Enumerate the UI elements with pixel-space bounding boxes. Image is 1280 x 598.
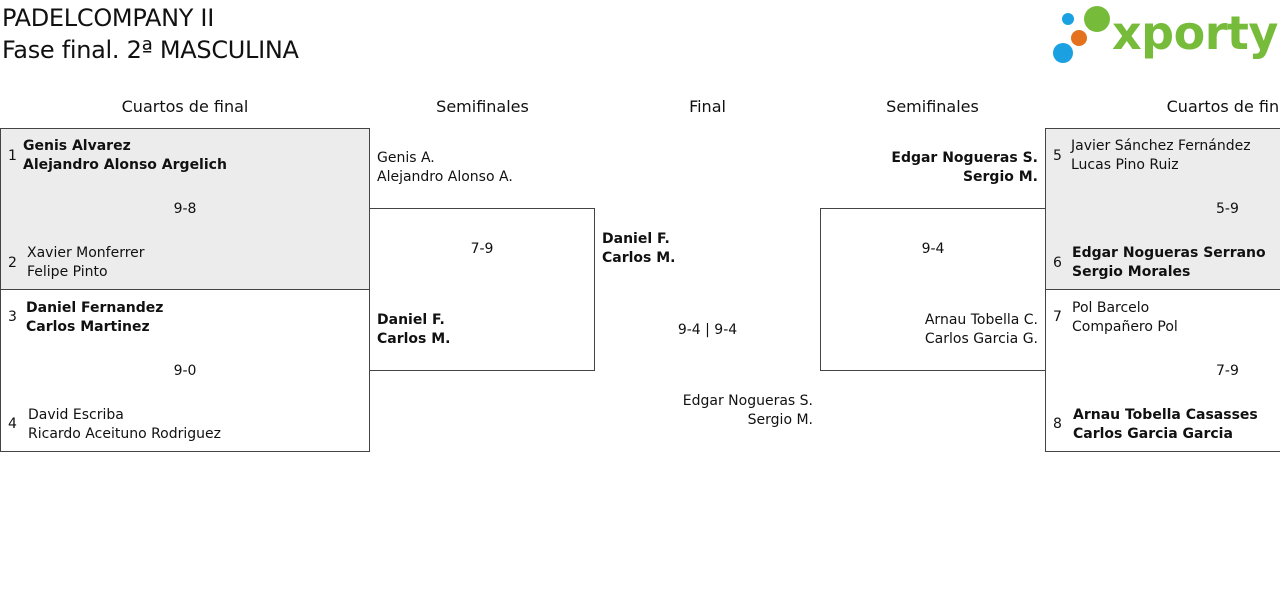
page-title: PADELCOMPANY II [2, 4, 214, 32]
match-score: 7-9 [1216, 363, 1239, 379]
team-player: Sergio M. [747, 412, 813, 428]
team-player: Sergio M. [962, 169, 1038, 185]
left-quarterfinal-1: 1 Genis Alvarez Alejandro Alonso Argelic… [0, 128, 370, 290]
right-semifinal: 9-4 Arnau Tobella C. Carlos Garcia G. [820, 208, 1046, 371]
team-player: Xavier Monferrer [27, 245, 145, 261]
left-quarterfinal-2: 3 Daniel Fernandez Carlos Martinez 9-0 4… [0, 289, 370, 452]
match-score: 5-9 [1216, 201, 1239, 217]
team-player: Edgar Nogueras S. [891, 150, 1038, 166]
round-header-final: Final [689, 97, 726, 116]
team-player: Edgar Nogueras S. [682, 393, 813, 409]
logo-text: xporty [1112, 6, 1278, 60]
team-player: Lucas Pino Ruiz [1071, 157, 1179, 173]
seed-number: 5 [1053, 148, 1062, 164]
seed-number: 8 [1053, 416, 1062, 432]
team-player: Carlos Martinez [26, 319, 150, 335]
seed-number: 2 [8, 255, 17, 271]
team-player: Genis A. [377, 150, 435, 166]
team-player: Compañero Pol [1072, 319, 1178, 335]
team-player: Daniel Fernandez [26, 300, 164, 316]
round-header-right-semis: Semifinales [886, 97, 979, 116]
team-player: Arnau Tobella C. [924, 312, 1038, 328]
match-score: 9-0 [173, 363, 197, 379]
seed-number: 6 [1053, 255, 1062, 271]
logo-dots-icon [1053, 6, 1110, 63]
seed-number: 3 [8, 309, 17, 325]
match-score: 9-8 [173, 201, 197, 217]
team-player: Edgar Nogueras Serrano [1072, 245, 1266, 261]
right-quarterfinal-2: 7 Pol Barcelo Compañero Pol 7-9 8 Arnau … [1045, 289, 1280, 452]
team-player: Carlos M. [602, 250, 676, 266]
team-player: Felipe Pinto [27, 264, 108, 280]
team-player: Arnau Tobella Casasses [1073, 407, 1258, 423]
xporty-logo: xporty [1050, 4, 1278, 68]
final-score: 9-4 | 9-4 [677, 322, 738, 338]
match-score: 7-9 [470, 241, 494, 257]
team-player: Genis Alvarez [23, 138, 131, 154]
team-player: Carlos Garcia Garcia [1073, 426, 1233, 442]
team-player: Daniel F. [602, 231, 670, 247]
round-header-left-quarters: Cuartos de final [121, 97, 249, 116]
team-player: Carlos M. [377, 331, 451, 347]
team-player: Daniel F. [377, 312, 445, 328]
match-score: 9-4 [921, 241, 945, 257]
seed-number: 7 [1053, 309, 1062, 325]
team-player: Javier Sánchez Fernández [1071, 138, 1251, 154]
team-player: Alejandro Alonso A. [377, 169, 513, 185]
round-header-left-semis: Semifinales [436, 97, 529, 116]
left-semifinal: 7-9 Daniel F. Carlos M. [369, 208, 595, 371]
team-player: Pol Barcelo [1072, 300, 1150, 316]
seed-number: 4 [8, 416, 17, 432]
team-player: Alejandro Alonso Argelich [23, 157, 227, 173]
team-player: Ricardo Aceituno Rodriguez [28, 426, 222, 442]
team-player: Sergio Morales [1072, 264, 1191, 280]
team-player: David Escriba [28, 407, 124, 423]
team-player: Carlos Garcia G. [924, 331, 1038, 347]
right-quarterfinal-1: 5 Javier Sánchez Fernández Lucas Pino Ru… [1045, 128, 1280, 290]
seed-number: 1 [8, 148, 17, 164]
round-header-right-quarters: Cuartos de final [1166, 97, 1280, 116]
page-subtitle: Fase final. 2ª MASCULINA [2, 36, 299, 64]
